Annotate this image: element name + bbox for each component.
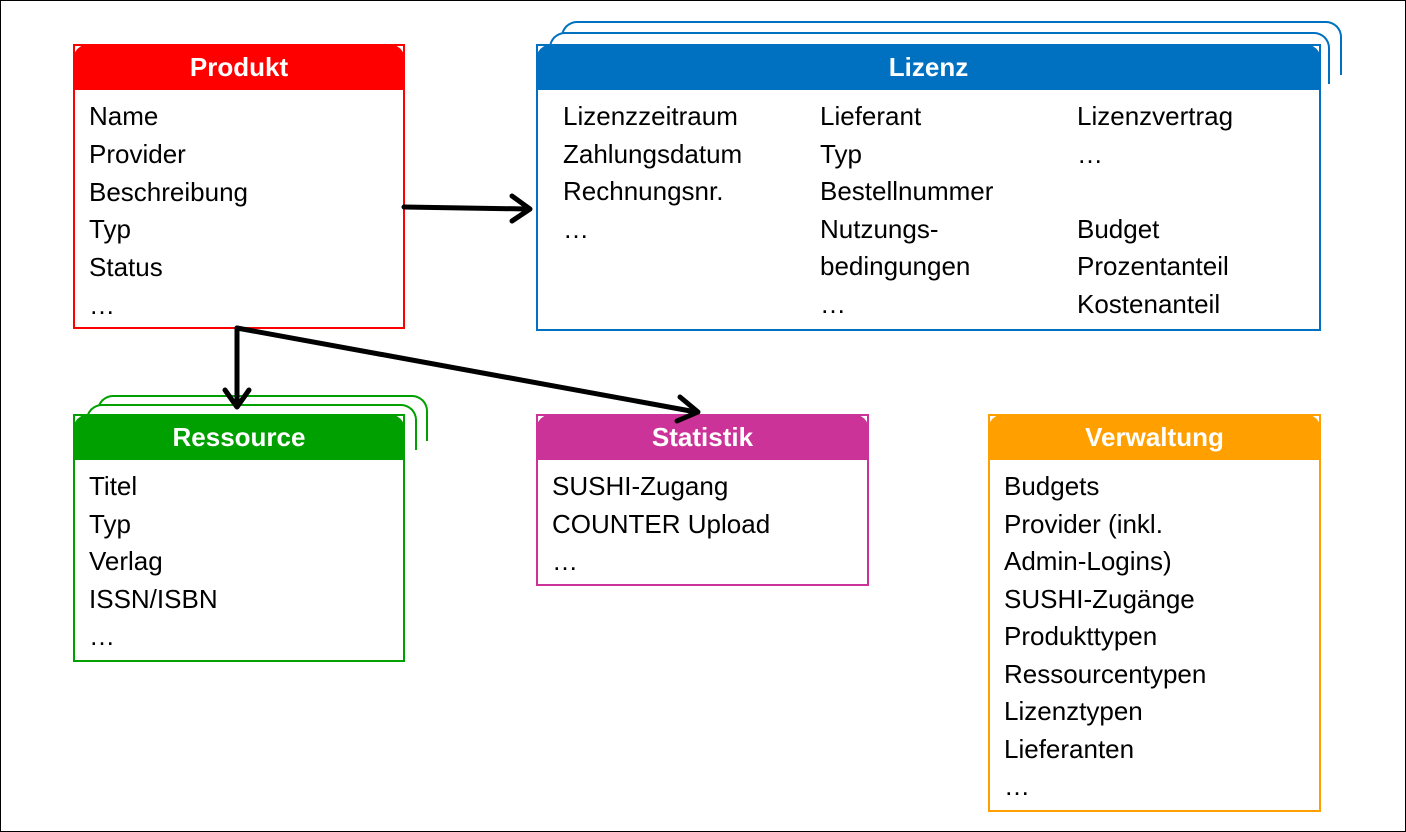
attribute-item: Titel	[89, 471, 138, 501]
attribute-item: Lizenztypen	[1004, 696, 1143, 726]
attribute-item: …	[1004, 771, 1030, 801]
attribute-item: Nutzungs-	[820, 213, 939, 244]
attribute-item: Bestellnummer	[820, 176, 994, 206]
attribute-item: COUNTER Upload	[552, 508, 771, 539]
attribute-item: Typ	[820, 138, 862, 169]
attribute-item: …	[89, 621, 115, 651]
attribute-item: Status	[89, 252, 163, 283]
produkt-header: Produkt	[73, 44, 405, 90]
attribute-item: …	[89, 289, 115, 320]
attribute-item: …	[1077, 138, 1103, 169]
attribute-item: Name	[89, 101, 159, 131]
attribute-item: Admin-Logins)	[1004, 546, 1172, 576]
attribute-item: SUSHI-Zugänge	[1004, 583, 1195, 614]
attribute-item: Kostenanteil	[1077, 288, 1221, 319]
attribute-item: Zahlungsdatum	[563, 138, 743, 169]
attribute-item: Typ	[89, 508, 131, 539]
attribute-item: Verlag	[89, 546, 163, 576]
attribute-item: …	[563, 213, 589, 244]
attribute-item: Typ	[89, 214, 131, 245]
attribute-item: SUSHI-Zugang	[552, 471, 729, 501]
attribute-item: Provider	[89, 138, 186, 169]
ressource-header: Ressource	[73, 414, 405, 460]
attribute-item: Lizenzvertrag	[1077, 101, 1234, 131]
attribute-item: …	[552, 546, 578, 576]
verwaltung-header: Verwaltung	[988, 414, 1321, 460]
attribute-item: Provider (inkl.	[1004, 508, 1163, 539]
attribute-item: Budget	[1077, 213, 1160, 244]
attribute-item: bedingungen	[820, 251, 971, 281]
attribute-item: Prozentanteil	[1077, 251, 1229, 281]
attribute-item: Rechnungsnr.	[563, 176, 724, 206]
attribute-item: ISSN/ISBN	[89, 583, 218, 614]
attribute-item: Lieferant	[820, 101, 922, 131]
attribute-item: Lizenzzeitraum	[563, 101, 738, 131]
attribute-item: Budgets	[1004, 471, 1100, 501]
attribute-item: …	[820, 288, 846, 319]
statistik-header: Statistik	[536, 414, 869, 460]
lizenz-header: Lizenz	[536, 44, 1321, 90]
attribute-item: Produkttypen	[1004, 621, 1158, 651]
empty-line	[1077, 173, 1233, 211]
attribute-item: Beschreibung	[89, 176, 248, 207]
attribute-item: Ressourcentypen	[1004, 658, 1207, 689]
attribute-item: Lieferanten	[1004, 733, 1135, 764]
